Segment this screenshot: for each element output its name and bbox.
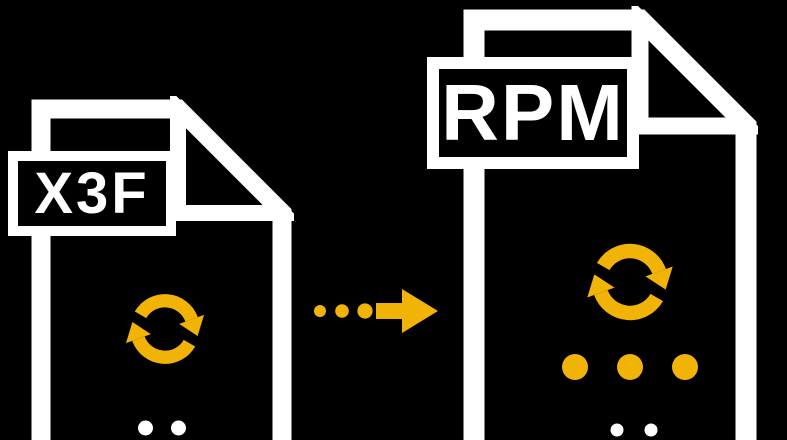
conversion-arrow-icon xyxy=(314,289,438,333)
source-file-icon xyxy=(31,96,294,440)
sync-arc-top xyxy=(596,243,666,275)
source-folded-corner-icon xyxy=(170,96,294,221)
arrow-dot xyxy=(314,305,326,317)
arrow-dot xyxy=(357,303,373,319)
target-format-badge: RPM xyxy=(427,57,639,169)
target-folded-corner-icon xyxy=(631,6,758,135)
target-format-label: RPM xyxy=(441,68,625,157)
arrow-dot xyxy=(335,304,349,318)
dot xyxy=(644,423,658,437)
sync-arc-bottom xyxy=(594,289,664,321)
target-sync-icon xyxy=(587,243,673,321)
sync-arc-bottom xyxy=(132,335,196,364)
source-bottom-dots xyxy=(138,420,186,436)
source-format-label: X3F xyxy=(34,160,150,226)
arrow-shaft xyxy=(376,303,403,319)
target-bottom-dots xyxy=(610,423,658,437)
ellipsis-dot xyxy=(562,354,588,380)
source-format-badge: X3F xyxy=(8,151,176,236)
ellipsis-dot xyxy=(672,354,698,380)
target-ellipsis-icon xyxy=(562,354,698,380)
dot xyxy=(138,420,153,436)
sync-arc-top xyxy=(134,294,198,323)
dot xyxy=(610,423,624,437)
source-sync-icon xyxy=(125,294,205,364)
sync-arrowhead xyxy=(179,314,205,336)
sync-arrowhead xyxy=(587,274,615,298)
dot xyxy=(171,420,186,436)
ellipsis-dot xyxy=(617,354,643,380)
sync-arrowhead xyxy=(645,266,673,290)
arrow-head xyxy=(402,289,438,333)
sync-arrowhead xyxy=(125,322,151,344)
